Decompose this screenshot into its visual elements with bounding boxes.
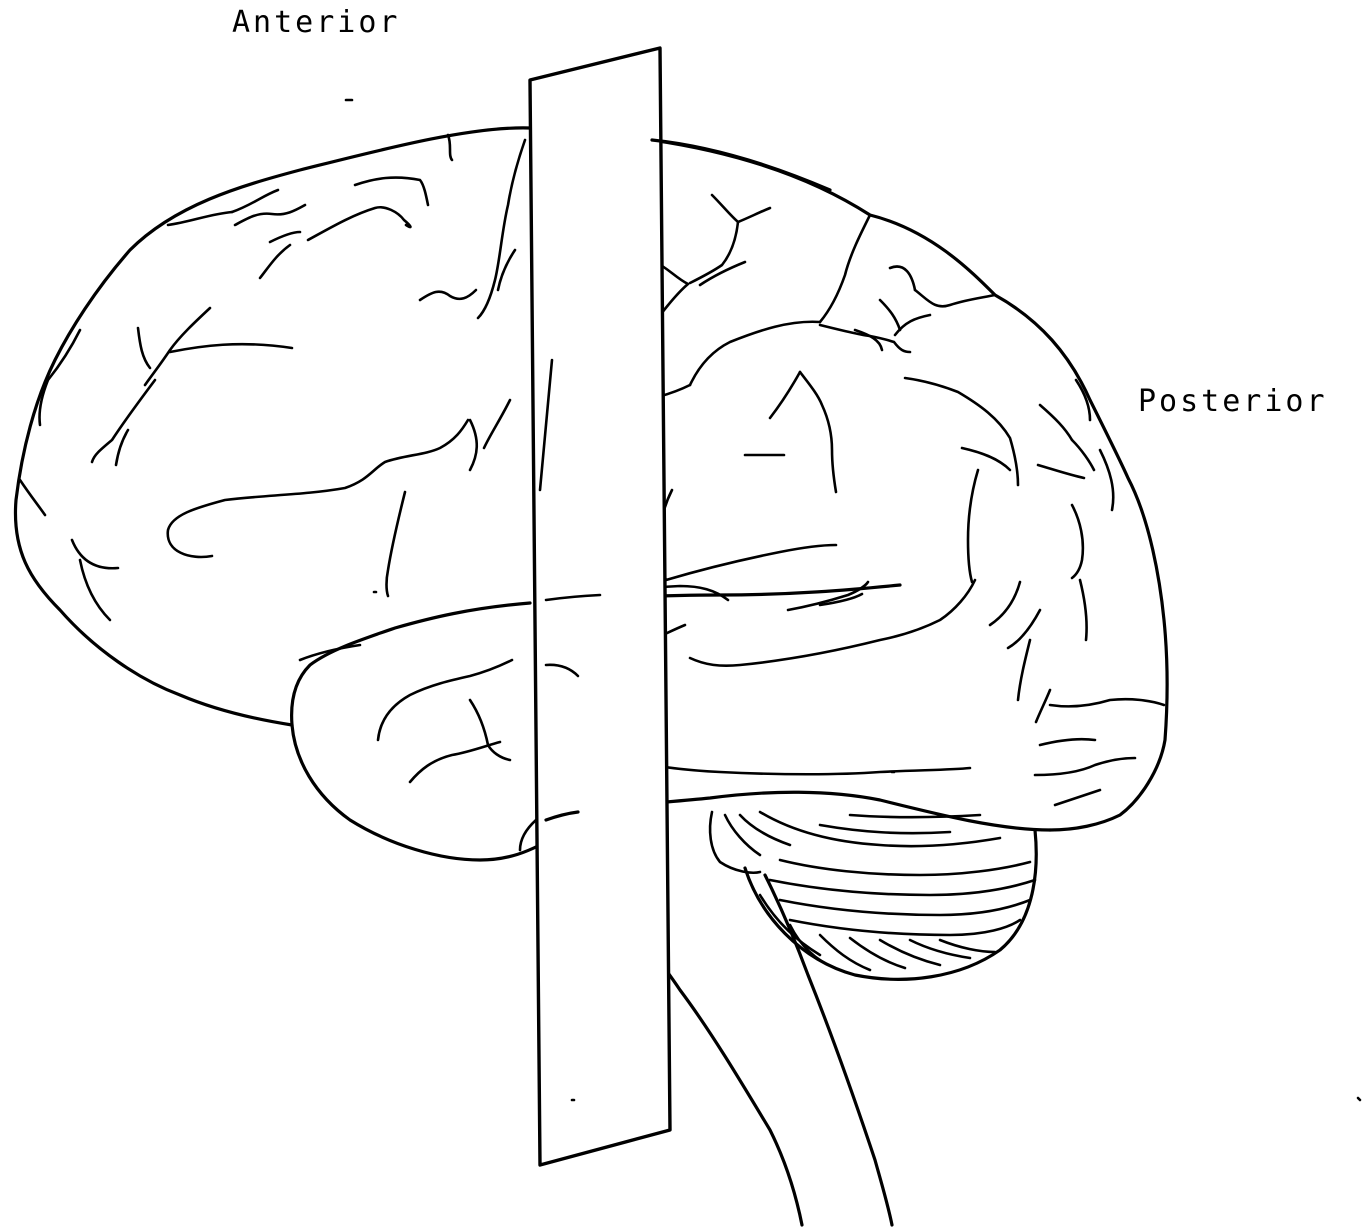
label-posterior: Posterior (1138, 384, 1328, 419)
coronal-plane (530, 48, 670, 1165)
cerebellum (710, 812, 1036, 979)
sulci-left (20, 135, 536, 850)
label-anterior: Anterior (232, 5, 401, 40)
